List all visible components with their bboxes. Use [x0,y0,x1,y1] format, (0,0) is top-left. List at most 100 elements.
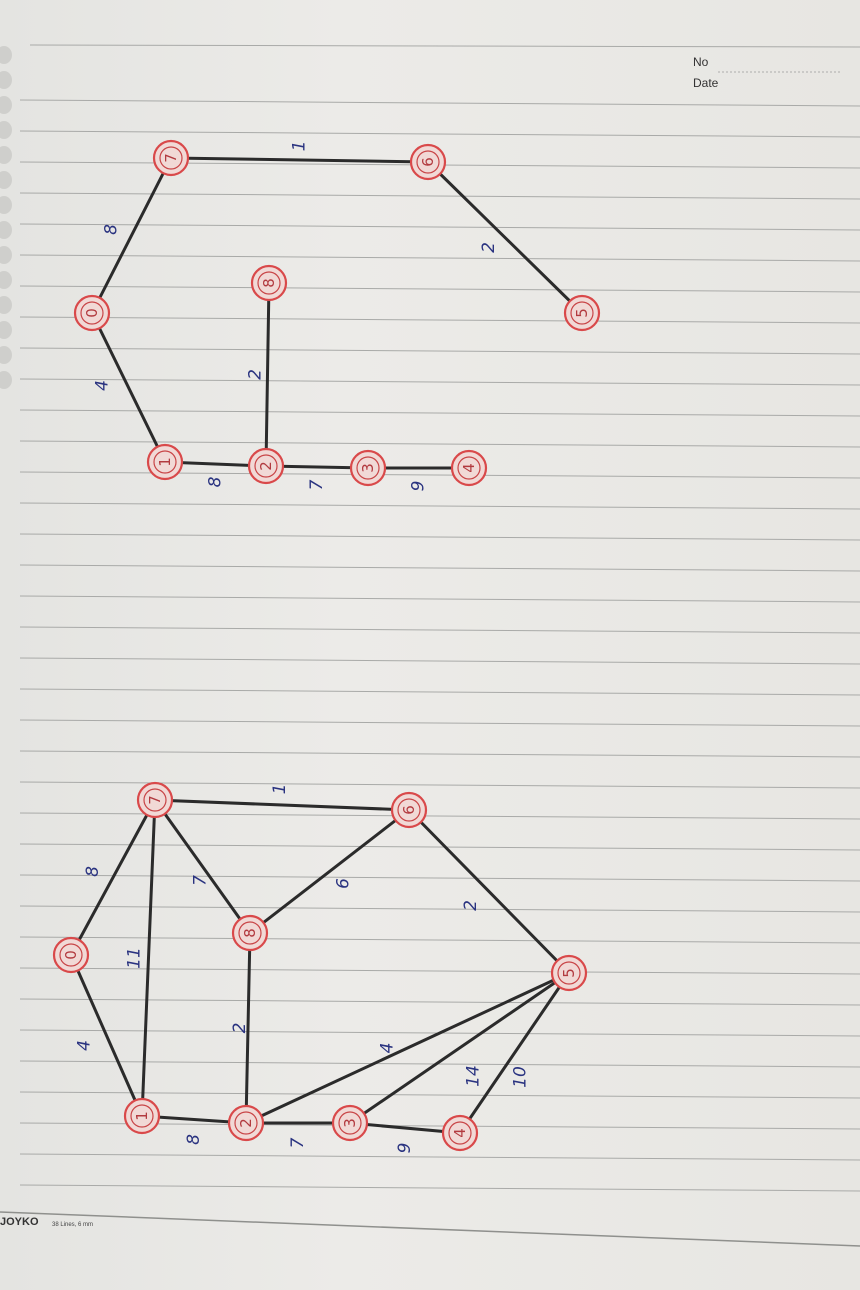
ruled-line [19,564,860,572]
full-graph-edges [69,798,571,1135]
node-inner-circle [153,450,177,474]
ruled-line [19,409,860,417]
node-label: 5 [560,968,578,978]
node-inner-circle [557,961,581,985]
edge-weight-label: 8 [184,1134,204,1145]
node-0: 0 [52,936,90,974]
binding-hole [0,121,12,139]
node-circle [247,447,285,485]
node-4: 4 [450,449,488,487]
edge-weight-label: 7 [288,1137,308,1148]
edge-weight-label: 11 [125,947,145,969]
binding-hole [0,146,12,164]
edge-7-6 [169,156,430,164]
binding-hole [0,96,12,114]
edge-weight-label: 1 [290,141,310,152]
node-2: 2 [227,1104,265,1142]
edge-7-8 [153,798,252,935]
node-circle [441,1114,479,1152]
edge-7-6 [153,798,411,812]
edge-weight-label: 2 [246,369,266,380]
edge-4-5 [458,971,571,1135]
node-inner-circle [257,271,281,295]
binding-hole [0,246,12,264]
node-inner-circle [416,150,440,174]
edge-8-2 [244,931,252,1125]
edge-weight-label: 9 [409,481,429,492]
node-inner-circle [397,798,421,822]
node-inner-circle [254,454,278,478]
node-inner-circle [238,921,262,945]
node-circle [73,294,111,332]
ruled-line [19,471,860,479]
node-circle [146,443,184,481]
binding-hole [0,71,12,89]
ruled-lines [0,44,860,1247]
node-label: 8 [241,928,259,938]
header-line [29,44,860,48]
node-3: 3 [349,449,387,487]
ruled-line [19,533,860,541]
node-0: 0 [73,294,111,332]
edge-2-8 [264,281,271,468]
node-inner-circle [234,1111,258,1135]
node-circle [349,449,387,487]
edge-weight-label: 8 [102,224,122,235]
node-label: 6 [400,805,418,815]
node-5: 5 [550,954,588,992]
node-label: 2 [257,461,275,471]
edge-weight-label: 10 [511,1066,531,1088]
node-3: 3 [331,1104,369,1142]
binding-hole [0,296,12,314]
ruled-line [19,905,860,913]
edge-0-7 [69,798,157,957]
edge-0-1 [69,953,144,1118]
edge-weight-label: 8 [83,866,103,877]
node-circle [331,1104,369,1142]
edge-weight-label: 4 [378,1043,398,1054]
ruled-line [19,1122,860,1130]
ruled-line [19,378,860,386]
edge-weight-label: 9 [395,1143,415,1154]
node-inner-circle [457,456,481,480]
binding-hole [0,346,12,364]
edge-weight-label: 7 [307,479,327,490]
node-circle [231,914,269,952]
node-8: 8 [231,914,269,952]
node-7: 7 [136,781,174,819]
node-label: 8 [260,278,278,288]
edge-weight-label: 4 [75,1040,95,1051]
node-label: 0 [83,308,101,318]
ruled-line [19,440,860,448]
edge-0-7 [90,156,173,315]
node-circle [563,294,601,332]
edge-1-7 [140,798,157,1118]
node-label: 6 [419,157,437,167]
edge-weight-label: 7 [191,875,211,886]
ruled-line [19,657,860,665]
brand-logo-text: JOYKO [0,1216,39,1228]
node-circle [390,791,428,829]
node-label: 1 [156,457,174,467]
ruled-line [19,843,860,851]
node-inner-circle [356,456,380,480]
binding-hole [0,46,12,64]
edge-weight-label: 8 [206,476,226,487]
ruled-line [19,1091,860,1099]
node-circle [123,1097,161,1135]
ruled-line [19,967,860,975]
node-6: 6 [409,143,447,181]
node-inner-circle [80,301,104,325]
node-1: 1 [146,443,184,481]
node-label: 4 [460,463,478,473]
ruled-line [19,874,860,882]
ruled-line [19,1060,860,1068]
edge-2-5 [244,971,571,1125]
node-circle [450,449,488,487]
node-circle [550,954,588,992]
